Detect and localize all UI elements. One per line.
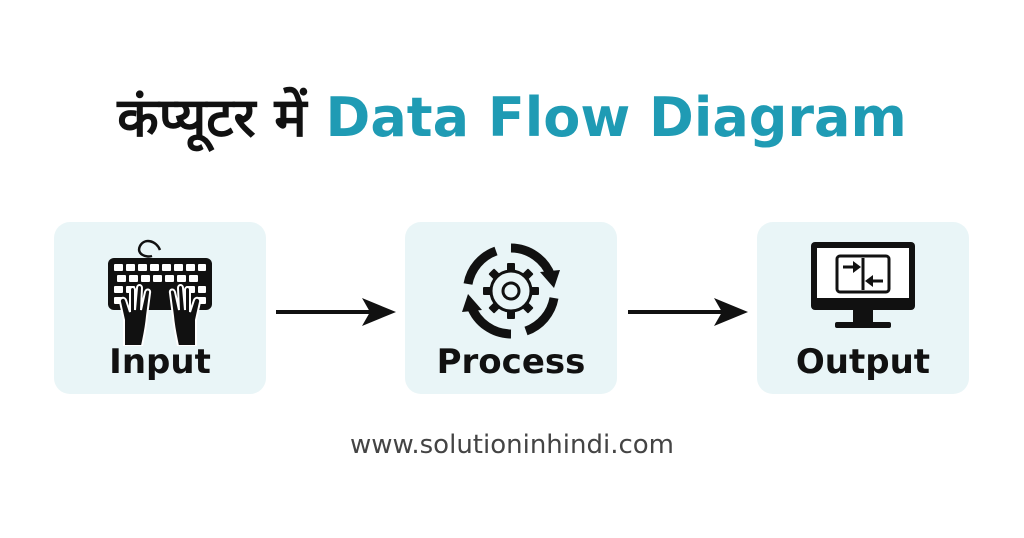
keyboard-typing-icon xyxy=(108,239,212,346)
title-english: Data Flow Diagram xyxy=(325,86,907,149)
gear-cycle-icon xyxy=(462,243,560,339)
diagram-title: कंप्यूटर में Data Flow Diagram xyxy=(0,82,1024,154)
website-url: www.solutioninhindi.com xyxy=(349,430,675,460)
flow-arrow-input-to-process xyxy=(276,298,396,326)
monitor-transfer-icon xyxy=(811,242,915,328)
node-label-input: Input xyxy=(109,342,211,382)
node-label-output: Output xyxy=(795,342,931,382)
node-process: Process xyxy=(405,222,617,394)
flow-arrow-process-to-output xyxy=(628,298,748,326)
node-input: Input xyxy=(54,222,266,394)
node-output: Output xyxy=(757,222,969,394)
node-label-process: Process xyxy=(436,342,586,382)
title-hindi: कंप्यूटर में xyxy=(117,86,307,149)
